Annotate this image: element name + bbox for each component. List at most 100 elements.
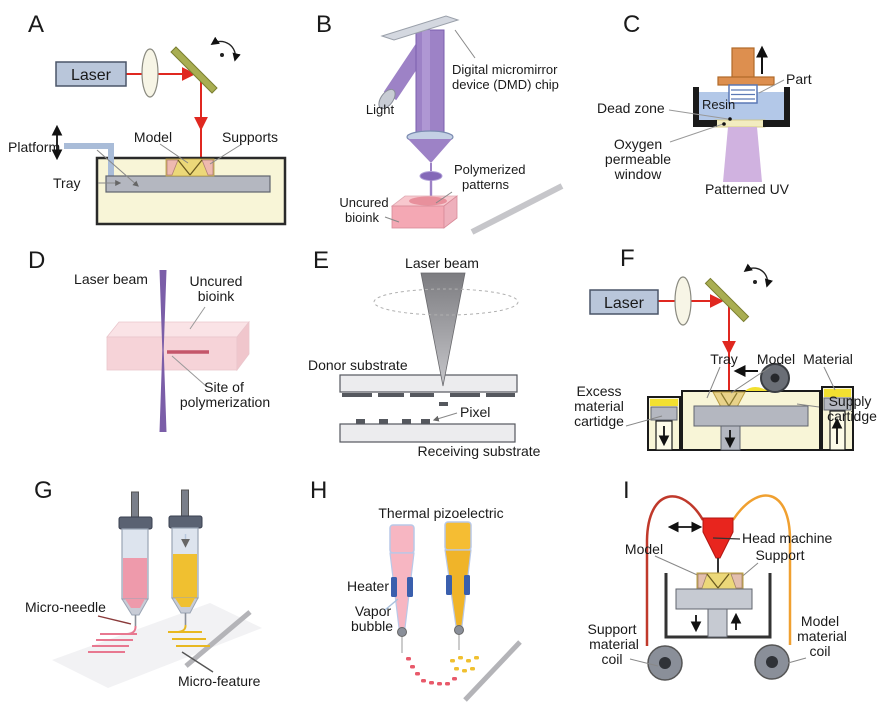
panel-B: B Digital micromirror device (DMD) chip … [300,0,590,240]
model-v-left [720,392,730,407]
heater-label: Heater [347,578,389,594]
polymerized-leader [435,191,453,204]
panel-D: D Laser beam Uncured bioink Site of poly… [0,240,300,470]
dmd-label-line1: Digital micromirror [452,62,558,77]
oxygen-label-line1: Oxygen [614,136,662,152]
micro-needle-label: Micro-needle [25,599,106,615]
uv-beam [723,127,762,182]
model-leader [730,366,771,394]
model-v-left [177,159,191,176]
platform-arm [64,143,114,190]
panel-i-diagram: I Head machine Model Support Support mat… [587,477,847,681]
panel-letter: H [310,477,327,504]
micro-feature-leader [181,651,214,673]
stage-edge [184,610,252,668]
pivot-dot [753,280,757,284]
uncured-label-line2: bioink [345,210,379,225]
supply-leader [796,403,820,408]
model-v-right [728,392,738,407]
panel-letter: F [620,245,635,272]
panel-b-diagram: B Digital micromirror device (DMD) chip … [316,11,564,235]
oxygen-dot [722,122,726,126]
nozzle-pink-reservoir [389,524,415,554]
plunger-cap-left [118,516,153,530]
build-platform [675,588,753,610]
support-structure-right [730,573,743,589]
panel-letter: C [623,11,640,38]
bioink-block-front [391,205,445,229]
vat-wall-left [693,87,699,127]
deposited-pixel-1 [356,419,365,424]
build-platform [693,405,809,427]
panel-I: I Head machine Model Support Support mat… [587,470,880,709]
uncured-leader [189,306,206,330]
panel-letter: B [316,11,332,38]
support-left [166,159,179,176]
support-coil-leader [629,658,659,667]
nozzle-pink [389,524,415,653]
powder-mound [745,387,768,391]
stage-edge [463,640,522,702]
donor-coating-2 [378,393,404,397]
lens-icon [674,276,692,326]
dmd-chip [380,15,460,41]
bioink-block-top [106,321,250,338]
dead-zone-dot [728,117,732,121]
polymerized-label-line2: patterns [462,177,509,192]
donor-coating-3 [410,393,434,397]
panel-letter: G [34,477,53,504]
nozzle-yellow-reservoir [444,521,472,551]
panel-H: H Thermal pizoelectric Heater Vapor bubb… [290,470,590,709]
patterned-uv-label: Patterned UV [705,181,790,197]
donor-coating-4 [450,393,480,397]
panel-g-diagram: G Micro-needle Micro-feature [25,477,262,689]
support-coil-label-line1: Support [587,621,636,637]
polymerized-pattern [409,196,447,206]
scan-ellipse [373,288,519,316]
site-label-line1: Site of [204,379,244,395]
panel-C: C Part Resin Dead zone Oxygen permeable … [590,0,880,240]
model-leader [159,143,189,164]
heater-bar-right-1 [446,575,452,595]
model-label: Model [757,351,795,367]
panel-h-diagram: H Thermal pizoelectric Heater Vapor bubb… [310,477,522,702]
model-label: Model [134,129,172,145]
plunger-rod-left [131,491,139,519]
excess-powder [650,399,678,406]
supply-piston-plate [823,397,852,411]
model-coil-label-line2: material [797,628,847,644]
vapor-label-line1: Vapor [355,603,392,619]
micro-feature-label: Micro-feature [178,673,261,689]
panel-letter: A [28,11,44,38]
focused-laser-beam [159,270,167,432]
orifice-yellow [454,625,464,635]
platform-label: Platform [8,139,60,155]
receiving-label: Receiving substrate [418,443,541,459]
light-label: Light [366,102,395,117]
model-coil-label-line1: Model [801,613,839,629]
deposited-pixel-2 [379,419,388,424]
pink-extrusion-curve [104,625,137,635]
panel-A: A Laser Model Supports Platform Tray [0,0,300,240]
tray-label: Tray [710,351,737,367]
model-coil-label-line3: coil [809,643,830,659]
build-platform [105,175,271,193]
head-leader [712,537,741,540]
uncured-leader [384,216,400,223]
support-coil-hub [659,657,671,669]
part-leader [758,79,785,94]
converging-beam [408,139,452,163]
falling-pixel [439,402,448,406]
cone-left-ink [125,599,145,608]
oxygen-leader [669,123,724,143]
title-label: Thermal pizoelectric [378,505,503,521]
dmd-label-line2: device (DMD) chip [452,77,559,92]
platform-leader [96,149,139,187]
receiving-substrate [339,423,516,443]
pink-droplets [406,657,457,686]
piston [731,47,755,79]
supports-label: Supports [222,129,278,145]
dead-zone-label: Dead zone [597,100,665,116]
material-label: Material [803,351,853,367]
piston-plate [717,76,775,86]
